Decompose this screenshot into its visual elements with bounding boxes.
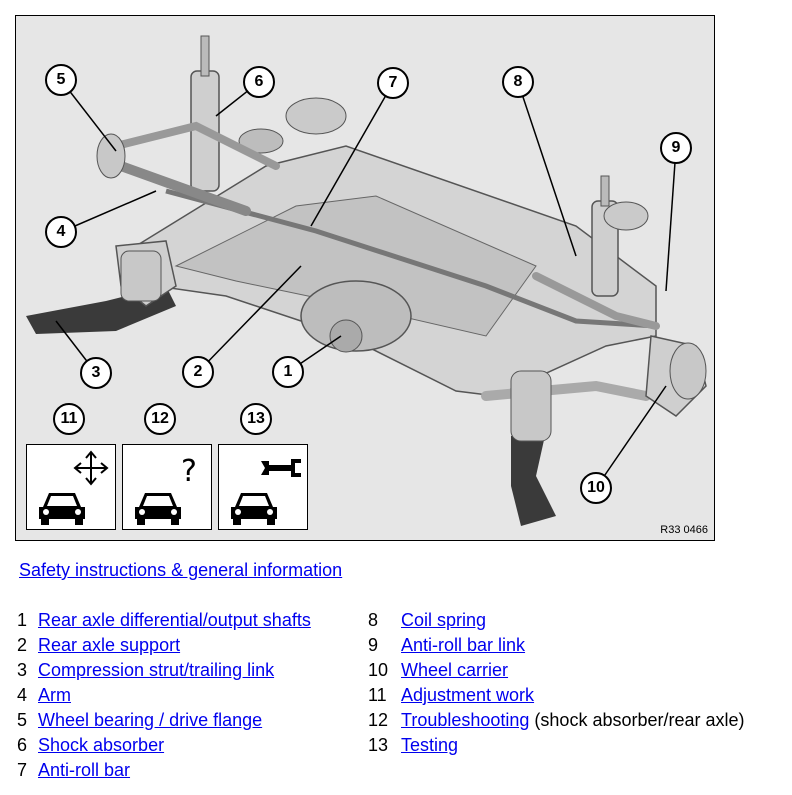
legend-link-compression-strut[interactable]: Compression strut/trailing link (38, 660, 275, 680)
legend-link-rear-axle-support[interactable]: Rear axle support (38, 635, 181, 655)
question-mark-icon: ? (181, 454, 197, 489)
wheel-flange-right (669, 342, 707, 400)
rear-mount-left (120, 250, 162, 302)
callout-8: 8 (502, 66, 534, 98)
rear-mount-right (510, 370, 552, 442)
callout-7: 7 (377, 67, 409, 99)
exploded-view-figure: 5 6 7 8 9 4 3 2 1 10 11 12 13 ? (15, 15, 715, 541)
callout-10: 10 (580, 472, 612, 504)
arm-upper-right (532, 272, 660, 330)
spring-seat-left (285, 97, 347, 135)
drive-shaft-left (116, 161, 251, 216)
callout-13: 13 (240, 403, 272, 435)
callout-11: 11 (53, 403, 85, 435)
output-flange (329, 319, 363, 353)
figure-reference-code: R33 0466 (660, 524, 708, 536)
legend-link-adjustment-work[interactable]: Adjustment work (401, 685, 535, 705)
testing-tile (218, 444, 308, 530)
rear-axle-illustration (26, 35, 707, 526)
callout-3: 3 (80, 357, 112, 389)
callout-2: 2 (182, 356, 214, 388)
subframe-inner (174, 195, 537, 337)
callout-1: 1 (272, 356, 304, 388)
troubleshooting-tile: ? (122, 444, 212, 530)
car-icon (231, 493, 277, 525)
differential-part (300, 280, 412, 352)
compression-strut-right (511, 431, 556, 526)
callout-9: 9 (660, 132, 692, 164)
wheel-flange-left (96, 133, 126, 179)
anti-roll-bar-part (165, 188, 657, 329)
shock-rod-right (600, 175, 610, 207)
safety-instructions-link[interactable]: Safety instructions & general informatio… (19, 560, 343, 580)
legend-link-testing[interactable]: Testing (401, 735, 459, 755)
legend-link-troubleshooting[interactable]: Troubleshooting (401, 710, 530, 730)
legend-link-shock-absorber[interactable]: Shock absorber (38, 735, 165, 755)
arm-upper-left (112, 121, 280, 170)
callout-5: 5 (45, 64, 77, 96)
car-icon (39, 493, 85, 525)
shock-rod-left (200, 35, 210, 77)
legend-link-anti-roll-bar-link[interactable]: Anti-roll bar link (401, 635, 526, 655)
legend-link-rear-axle-differential[interactable]: Rear axle differential/output shafts (38, 610, 311, 630)
troubleshooting-note: (shock absorber/rear axle) (529, 710, 745, 730)
coil-spring-left (238, 128, 284, 154)
callout-4: 4 (45, 216, 77, 248)
callout-6: 6 (243, 66, 275, 98)
move-arrows-icon (73, 450, 109, 486)
adjustment-work-tile (26, 444, 116, 530)
legend-link-wheel-bearing[interactable]: Wheel bearing / drive flange (38, 710, 263, 730)
wrench-icon (261, 459, 301, 477)
legend-link-wheel-carrier[interactable]: Wheel carrier (401, 660, 509, 680)
callout-12: 12 (144, 403, 176, 435)
legend-link-coil-spring[interactable]: Coil spring (401, 610, 487, 630)
car-icon (135, 493, 181, 525)
legend-link-arm[interactable]: Arm (38, 685, 71, 705)
legend-link-anti-roll-bar[interactable]: Anti-roll bar (38, 760, 131, 780)
spring-seat-right (603, 201, 649, 231)
